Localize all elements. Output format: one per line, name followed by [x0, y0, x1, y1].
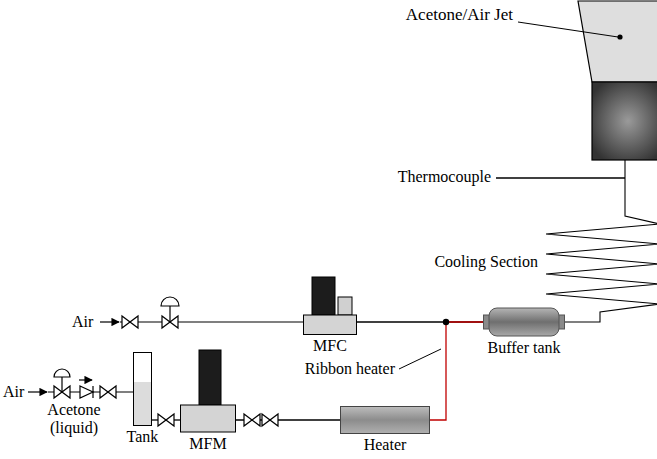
valve-symbol — [122, 316, 138, 328]
leader-line — [518, 22, 618, 37]
tank-symbol — [134, 382, 152, 426]
junction-dot — [443, 319, 449, 325]
air-line-top — [120, 321, 303, 322]
check-valve-symbol — [92, 386, 93, 398]
part-label: Air — [3, 383, 24, 401]
regulator-symbol — [54, 369, 70, 377]
mfm-symbol — [181, 350, 236, 432]
heater-symbol — [341, 407, 430, 434]
cooling-coil — [546, 160, 657, 322]
leader-line — [399, 22, 618, 369]
equipment-label: MFM — [180, 435, 236, 453]
check-valve-symbol — [79, 379, 92, 380]
pipe-line — [430, 322, 483, 420]
equipment-node: Heater — [340, 406, 430, 454]
junction-dot — [443, 319, 449, 325]
mfc-symbol — [304, 277, 357, 335]
mfm-symbol — [180, 348, 236, 433]
thermocouple-probe — [496, 177, 625, 179]
part-label: Ribbon heater — [305, 360, 395, 378]
valve-symbol — [122, 316, 138, 328]
air-line-bottom — [28, 391, 47, 392]
equipment-label: Buffer tank — [483, 339, 565, 357]
valve-symbol — [100, 386, 116, 398]
check-valve-symbol — [80, 386, 93, 398]
leader-line — [399, 349, 441, 369]
valve-symbol — [244, 414, 260, 426]
part-label: Thermocouple — [398, 168, 491, 186]
regulator-symbol — [169, 306, 170, 322]
mfc-symbol — [303, 277, 357, 335]
equipment-node: Tank — [125, 352, 161, 446]
leader-dot — [617, 34, 622, 39]
equipment-node: MFC — [303, 277, 357, 355]
regulator-symbol — [54, 369, 70, 398]
equipment-label: Heater — [340, 436, 430, 454]
equipment-label: Tank — [125, 428, 161, 446]
regulator-symbol — [161, 297, 179, 306]
air-line-top — [100, 321, 119, 322]
tank-symbol — [134, 353, 152, 426]
regulator-symbol — [61, 377, 62, 392]
tank-symbol — [134, 353, 152, 426]
part-label: Acetone/Air Jet — [406, 5, 513, 25]
valve-symbol — [262, 414, 278, 426]
regulator-symbol — [161, 297, 179, 328]
mfc-symbol — [338, 297, 352, 315]
equipment-label: MFC — [303, 337, 357, 355]
check-valve-symbol — [79, 380, 93, 398]
buffer-tank-symbol — [484, 308, 565, 336]
mfc-symbol — [304, 315, 357, 335]
thermocouple-probe — [496, 177, 625, 179]
part-label: Cooling Section — [434, 253, 538, 271]
cooling-coil — [546, 160, 657, 322]
jet-nozzle — [592, 82, 657, 160]
mfm-symbol — [199, 350, 221, 405]
buffer-tank-symbol — [489, 308, 559, 336]
equipment-node: MFM — [180, 348, 236, 453]
heater-symbol — [340, 406, 430, 434]
heater-symbol — [341, 407, 430, 434]
jet-nozzle — [578, 1, 657, 82]
equipment-node: Buffer tank — [483, 307, 565, 357]
part-label: Air — [72, 313, 93, 331]
part-label: Acetone (liquid) — [40, 401, 108, 438]
jet-nozzle — [578, 1, 657, 160]
tank-symbol — [133, 352, 152, 426]
leader-dot — [617, 34, 622, 39]
buffer-tank-symbol — [483, 307, 565, 337]
mfm-symbol — [181, 405, 236, 432]
mfc-symbol — [312, 277, 335, 315]
valve-symbol — [158, 414, 174, 426]
